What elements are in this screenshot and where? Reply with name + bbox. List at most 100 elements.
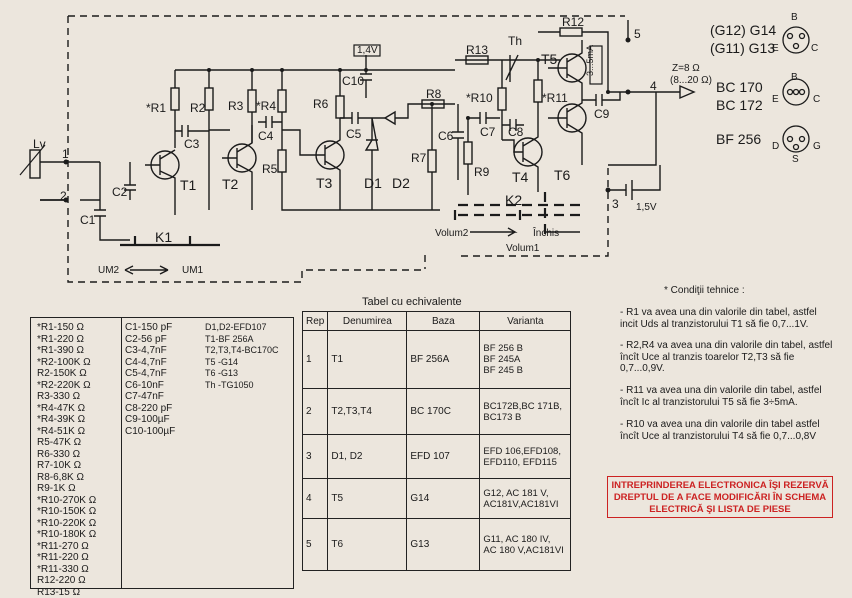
label-1-4v: 1,4V [357, 46, 378, 56]
pin-e-1: E [772, 44, 779, 54]
label-t1: T1 [180, 178, 196, 192]
capacitor-item: C5-4,7nF [125, 368, 205, 380]
label-k2: K2 [505, 193, 522, 207]
resistor-item: *R1-150 Ω [37, 322, 119, 334]
cell-base: G14 [407, 479, 480, 519]
capacitor-item: C1-150 pF [125, 322, 205, 334]
resistor-item: *R4-47K Ω [37, 403, 119, 415]
resistor-item: R6-330 Ω [37, 449, 119, 461]
resistor-item: R13-15 Ω [37, 587, 119, 598]
pin-d: D [772, 142, 779, 152]
label-um1: UM1 [182, 266, 203, 276]
cell-variant: BC172B,BC 171B,BC173 B [480, 389, 571, 435]
col-header-name: Denumirea [328, 312, 407, 331]
variant-item: G12, AC 181 V, [483, 488, 567, 499]
variant-item: BC173 B [483, 412, 567, 423]
resistor-item: *R4-51K Ω [37, 426, 119, 438]
cell-variant: G11, AC 180 IV,AC 180 V,AC181VI [480, 519, 571, 571]
label-t6: T6 [554, 168, 570, 182]
cell-rep: 3 [303, 435, 328, 479]
label-c7: C7 [480, 126, 495, 138]
resistor-item: R9-1K Ω [37, 483, 119, 495]
label-r12: R12 [562, 16, 584, 28]
resistor-item: *R10-180K Ω [37, 529, 119, 541]
variant-item: AC181V,AC181VI [483, 499, 567, 510]
resistor-item: *R2-100K Ω [37, 357, 119, 369]
cell-variant: EFD 106,EFD108,EFD110, EFD115 [480, 435, 571, 479]
resistor-item: R7-10K Ω [37, 460, 119, 472]
cell-name: D1, D2 [328, 435, 407, 479]
resistor-item: *R10-270K Ω [37, 495, 119, 507]
label-r9: R9 [474, 166, 489, 178]
cell-rep: 4 [303, 479, 328, 519]
cell-name: T1 [328, 331, 407, 389]
label-c2: C2 [112, 186, 127, 198]
node-5: 5 [634, 28, 641, 40]
cell-base: BC 170C [407, 389, 480, 435]
label-t5: T5 [541, 52, 557, 66]
semiconductor-item: Th -TG1050 [205, 380, 293, 392]
pinout-bc170: BC 170 [716, 80, 763, 94]
capacitor-item: C6-10nF [125, 380, 205, 392]
label-r6: R6 [313, 98, 328, 110]
variant-item: BF 245A [483, 354, 567, 365]
equivalents-title: Tabel cu echivalente [362, 296, 462, 308]
variant-item: BC172B,BC 171B, [483, 401, 567, 412]
pin-b-2: B [791, 73, 798, 83]
label-k1: K1 [155, 230, 172, 244]
variant-item: BF 256 B [483, 343, 567, 354]
capacitor-item: C3-4,7nF [125, 345, 205, 357]
parts-divider [121, 318, 122, 588]
pinout-bf256: BF 256 [716, 132, 761, 146]
label-r11: *R11 [542, 92, 568, 104]
capacitor-item: C8-220 pF [125, 403, 205, 415]
condition-item: - R2,R4 va avea una din valorile din tab… [620, 340, 835, 375]
condition-item: - R1 va avea una din valorile din tabel,… [620, 307, 835, 330]
label-current: 3...5mA [586, 45, 595, 76]
cell-base: BF 256A [407, 331, 480, 389]
label-1-5v: 1,5V [636, 203, 657, 213]
variant-item: G11, AC 180 IV, [483, 534, 567, 545]
label-c4: C4 [258, 130, 273, 142]
label-r13: R13 [466, 44, 488, 56]
cell-name: T5 [328, 479, 407, 519]
col-header-rep: Rep [303, 312, 328, 331]
label-lv: Lv [33, 138, 46, 150]
label-r4: *R4 [256, 100, 276, 112]
variant-item: EFD110, EFD115 [483, 457, 567, 468]
label-t4: T4 [512, 170, 528, 184]
label-c1: C1 [80, 214, 95, 226]
capacitor-item: C7-47nF [125, 391, 205, 403]
capacitor-item: C4-4,7nF [125, 357, 205, 369]
pinout-g11g13: (G11) G13 [710, 41, 775, 55]
resistor-item: R8-6,8K Ω [37, 472, 119, 484]
variant-item: EFD 106,EFD108, [483, 446, 567, 457]
label-volum2: Volum2 [435, 229, 468, 239]
cell-rep: 2 [303, 389, 328, 435]
label-c5: C5 [346, 128, 361, 140]
label-volum1: Volum1 [506, 244, 539, 254]
pin-e-2: E [772, 95, 779, 105]
resistor-item: *R11-330 Ω [37, 564, 119, 576]
label-um2: UM2 [98, 266, 119, 276]
label-r1: *R1 [146, 102, 166, 114]
manufacturer-notice: INTREPRINDEREA ELECTRONICA ÎŞI REZERVĂ D… [607, 476, 833, 518]
label-r2: R2 [190, 102, 205, 114]
label-r8: R8 [426, 88, 441, 100]
variant-item: BF 245 B [483, 365, 567, 376]
resistor-item: *R1-390 Ω [37, 345, 119, 357]
pinout-bc172: BC 172 [716, 98, 763, 112]
pin-c-2: C [813, 95, 820, 105]
label-impedance-range: (8...20 Ω) [670, 76, 712, 86]
semiconductor-item: T1-BF 256A [205, 334, 293, 346]
label-r5: R5 [262, 163, 277, 175]
label-r7: R7 [411, 152, 426, 164]
cell-rep: 1 [303, 331, 328, 389]
